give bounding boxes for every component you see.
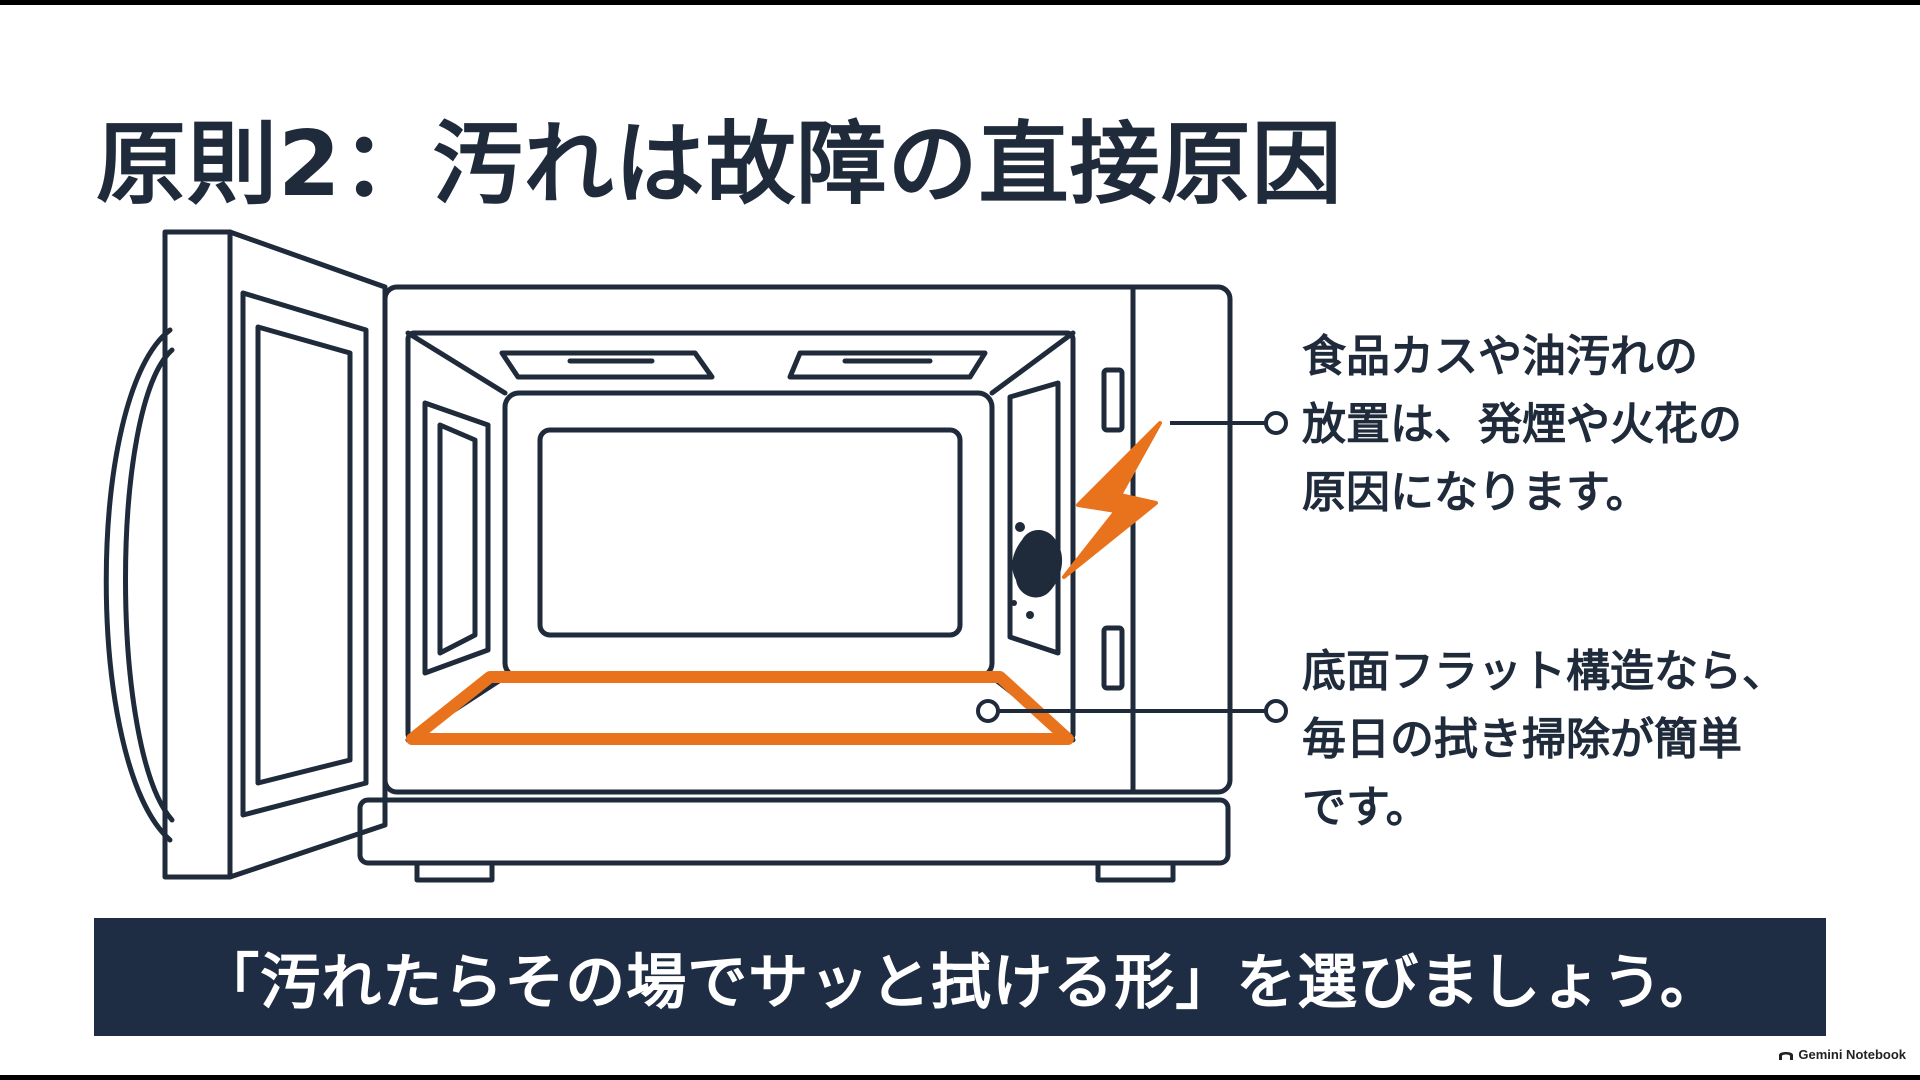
microwave-foot-left — [414, 862, 495, 883]
spark-icon — [1062, 421, 1162, 579]
callout-line: 底面フラット構造なら、 — [1302, 646, 1786, 697]
callout-flat-floor: 底面フラット構造なら、 毎日の拭き掃除が簡単 です。 — [1302, 638, 1786, 842]
slide: 原則2：汚れは故障の直接原因 — [0, 5, 1920, 1075]
back-wall-window — [537, 427, 963, 638]
side-vent-left — [422, 400, 491, 676]
summary-banner-text: 「汚れたらその場でサッと拭ける形」を選びましょう。 — [199, 947, 1721, 1018]
gemini-notebook-icon — [1779, 1051, 1794, 1060]
microwave-body — [382, 284, 1233, 795]
ceiling-vent-left — [499, 350, 715, 380]
microwave-foot-right — [1095, 862, 1176, 883]
callout-grime-hazard: 食品カスや油汚れの 放置は、発煙や火花の 原因になります。 — [1302, 323, 1742, 527]
brand-watermark: Gemini Notebook — [1778, 1047, 1906, 1062]
microwave-illustration — [103, 229, 1288, 883]
callout-line: 食品カスや油汚れの — [1302, 331, 1698, 382]
callout-line: です。 — [1302, 782, 1430, 833]
callout-line: 原因になります。 — [1302, 467, 1650, 518]
summary-banner: 「汚れたらその場でサッと拭ける形」を選びましょう。 — [94, 918, 1826, 1036]
slide-title: 原則2：汚れは故障の直接原因 — [96, 112, 1343, 217]
callout-line: 毎日の拭き掃除が簡単 — [1302, 714, 1742, 765]
microwave-base — [357, 797, 1231, 866]
door-handle — [103, 327, 173, 843]
leader-dot-2 — [1264, 699, 1288, 723]
leader-dot-1 — [1264, 411, 1288, 435]
ceiling-vent-right — [787, 350, 988, 380]
brand-label: Gemini Notebook — [1798, 1047, 1906, 1062]
side-vent-right — [1007, 380, 1061, 656]
callout-line: 放置は、発煙や火花の — [1302, 399, 1742, 450]
flat-floor-highlight — [406, 671, 1074, 745]
grime-stain — [1011, 522, 1063, 619]
